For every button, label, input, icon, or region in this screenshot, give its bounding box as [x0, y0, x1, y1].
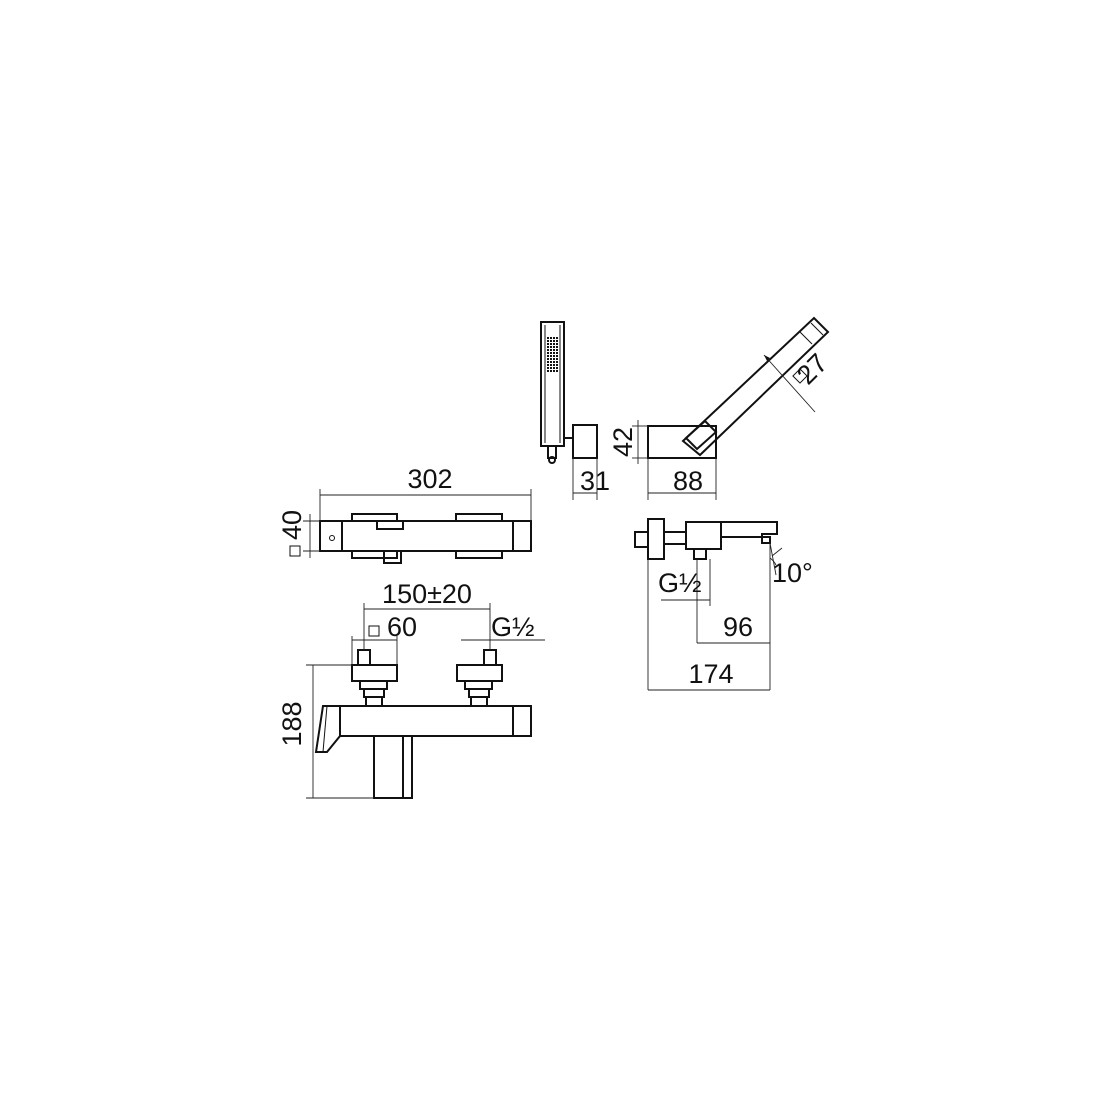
top-view-button-icon — [329, 535, 335, 541]
wall-plate — [647, 518, 665, 560]
square-symbol-icon — [289, 545, 301, 557]
handshower-holder — [572, 424, 598, 459]
front-view: 150±20 60 G½ 188 — [277, 579, 545, 799]
dim-inlet-thread: G½ — [491, 612, 535, 642]
dim-height-total: 188 — [277, 701, 307, 746]
dim-side-thread: G½ — [658, 568, 702, 598]
dim-spout-angle: 10° — [772, 558, 813, 588]
side-body — [685, 521, 722, 550]
holder-side — [647, 425, 717, 459]
dim-escutcheon-square: 60 — [387, 612, 417, 642]
side-view: 10° G½ 96 174 — [634, 518, 813, 691]
top-view-body — [319, 520, 532, 552]
square-symbol-icon — [368, 625, 380, 637]
dim-handshower-square: 27 — [791, 348, 833, 390]
dim-inlet-centers: 150±20 — [382, 579, 472, 609]
dim-width-total: 302 — [407, 464, 452, 494]
dim-depth-total: 174 — [688, 659, 733, 689]
handshower-side-view: 42 88 27 — [608, 316, 833, 500]
dim-holder-height: 42 — [608, 427, 638, 457]
spray-face-icon — [547, 337, 558, 372]
front-view-body — [339, 705, 532, 737]
handshower-front-view: 31 — [540, 321, 610, 500]
dim-holder-depth: 88 — [673, 466, 703, 496]
square-symbol-icon — [792, 368, 808, 384]
dim-spout-to-inlet: 96 — [723, 612, 753, 642]
handshower-body — [540, 321, 565, 447]
dim-holder-width: 31 — [580, 466, 610, 496]
top-view: 302 40 — [277, 464, 532, 564]
dim-body-square: 40 — [277, 510, 307, 540]
